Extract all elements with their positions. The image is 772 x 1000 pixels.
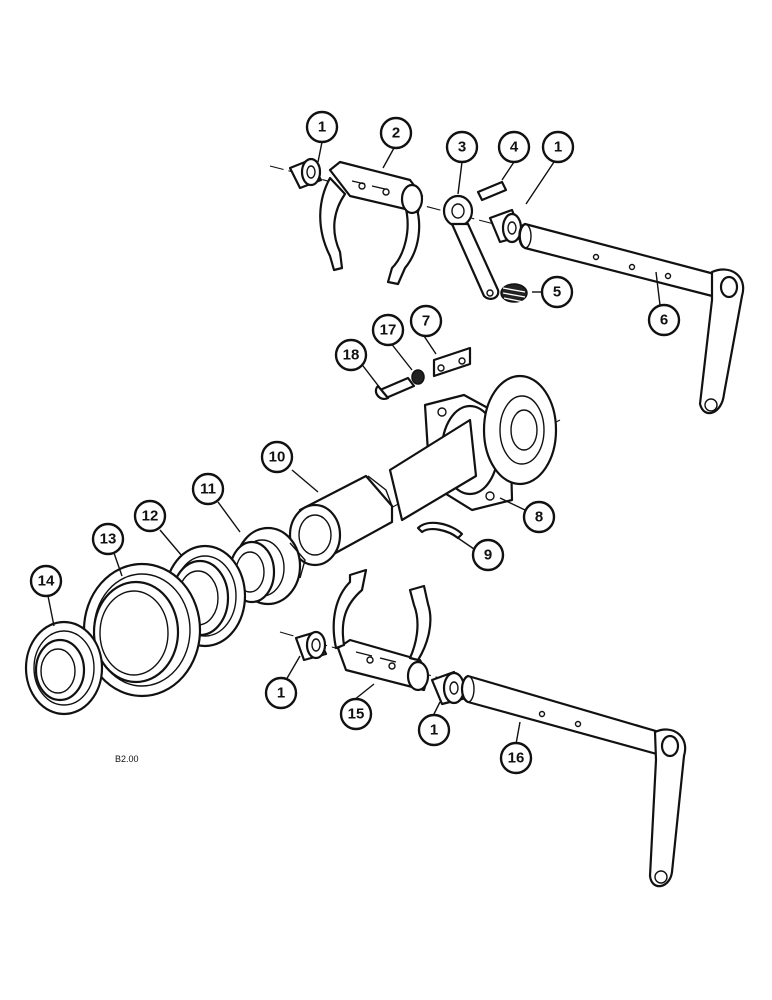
callout-1-upper-left: 1 [305, 110, 339, 144]
callout-2: 2 [379, 116, 413, 150]
part-3-lever [442, 194, 500, 300]
callout-label: 1 [554, 139, 562, 156]
callout-5: 5 [540, 275, 574, 309]
callout-8: 8 [522, 500, 556, 534]
callout-label: 1 [430, 722, 438, 739]
callout-18: 18 [334, 338, 368, 372]
figure-reference-label: B2.00 [115, 754, 139, 764]
callout-label: 8 [535, 509, 543, 526]
part-17-lock-washer [411, 369, 425, 385]
callout-label: 16 [508, 750, 525, 767]
part-16-shaft-arm [460, 674, 687, 888]
callout-label: 11 [200, 481, 216, 498]
callout-13: 13 [91, 522, 125, 556]
part-2-shift-fork-upper [319, 160, 424, 286]
callout-label: 13 [100, 531, 117, 548]
callout-1-lower-left: 1 [264, 676, 298, 710]
callout-label: 17 [380, 322, 397, 339]
part-1-bushing-upper-left [288, 157, 323, 190]
callout-1-lower-right: 1 [417, 713, 451, 747]
part-1-bushing-upper-right [488, 208, 524, 244]
callout-label: 18 [343, 347, 360, 364]
part-7-plate [432, 346, 472, 378]
callout-4: 4 [497, 130, 531, 164]
callout-label: 5 [553, 284, 561, 301]
callout-label: 1 [277, 685, 285, 702]
callout-label: 15 [348, 706, 365, 723]
callout-15: 15 [339, 697, 373, 731]
callout-14: 14 [29, 564, 63, 598]
callout-label: 7 [422, 313, 430, 330]
callout-7: 7 [409, 304, 443, 338]
callout-3: 3 [445, 130, 479, 164]
part-14-oil-seal [24, 620, 104, 716]
callout-label: 10 [269, 449, 286, 466]
callout-label: 6 [660, 312, 668, 329]
callout-6: 6 [647, 303, 681, 337]
upper-shaft-assembly [269, 157, 745, 415]
part-8-housing [388, 374, 558, 522]
part-15-shift-fork-lower [332, 568, 432, 692]
callout-label: 9 [484, 547, 492, 564]
part-1-bushing-lower-right [430, 670, 468, 706]
leader-lines [47, 141, 661, 745]
callout-11: 11 [191, 472, 225, 506]
callout-label: 1 [318, 119, 326, 136]
callout-12: 12 [133, 499, 167, 533]
part-5-spring [500, 283, 528, 303]
lower-shaft-assembly [279, 568, 687, 888]
callout-17: 17 [371, 313, 405, 347]
callout-label: 12 [142, 508, 159, 525]
callout-label: 2 [392, 125, 400, 142]
callout-10: 10 [260, 440, 294, 474]
central-sleeve-assembly [24, 346, 561, 716]
callout-label: 3 [458, 139, 466, 156]
part-4-pin [476, 180, 508, 202]
callout-1-upper-right: 1 [541, 130, 575, 164]
callout-16: 16 [499, 741, 533, 775]
part-18-bolt [374, 376, 416, 400]
upper-axis-line [269, 165, 526, 233]
part-6-shaft-arm [518, 222, 745, 415]
callout-label: 14 [38, 573, 55, 590]
part-1-bushing-lower-left [294, 630, 328, 662]
callout-9: 9 [471, 538, 505, 572]
callout-label: 4 [510, 139, 519, 156]
part-10-sleeve [288, 474, 394, 567]
part-13-seal-ring [82, 562, 202, 698]
